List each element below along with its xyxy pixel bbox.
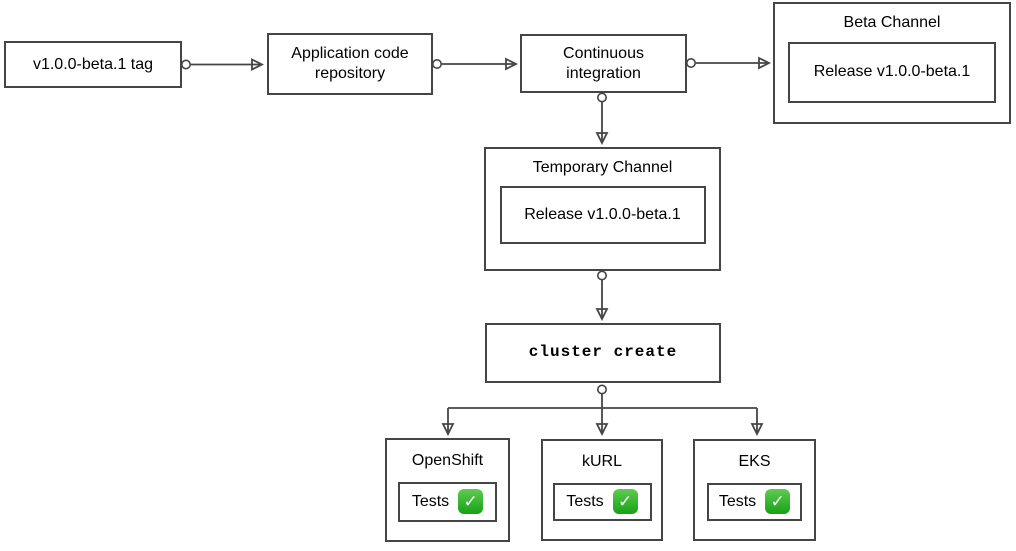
node-beta-channel: Beta Channel Release v1.0.0-beta.1 <box>773 2 1011 124</box>
edge-ci-bottom-port <box>596 92 607 103</box>
check-icon: ✓ <box>765 489 791 515</box>
node-continuous-integration: Continuous integration <box>520 34 687 93</box>
node-cluster-create: cluster create <box>485 323 721 383</box>
beta-release-label: Release v1.0.0-beta.1 <box>813 63 971 81</box>
openshift-title: OpenShift <box>411 452 484 469</box>
edge-cluster-branch <box>448 394 757 409</box>
openshift-tests-box: Tests ✓ <box>398 481 497 522</box>
check-icon: ✓ <box>458 489 484 515</box>
temporary-release-label: Release v1.0.0-beta.1 <box>524 205 681 223</box>
openshift-tests-label: Tests <box>411 492 450 510</box>
edge-cluster-bottom-port <box>596 384 607 395</box>
beta-release-box: Release v1.0.0-beta.1 <box>788 41 996 103</box>
node-openshift: OpenShift Tests ✓ <box>385 438 510 542</box>
node-kurl: kURL Tests ✓ <box>541 439 663 541</box>
edge-temp-bottom-port <box>596 270 607 281</box>
eks-title: EKS <box>738 453 771 470</box>
ci-label: Continuous integration <box>563 44 644 82</box>
version-tag-label: v1.0.0-beta.1 tag <box>32 55 154 73</box>
kurl-title: kURL <box>581 453 622 470</box>
edge-ci-right-port <box>685 57 696 68</box>
repo-label: Application code repository <box>291 45 409 82</box>
beta-channel-title: Beta Channel <box>843 14 941 31</box>
eks-tests-label: Tests <box>718 492 757 510</box>
node-version-tag: v1.0.0-beta.1 tag <box>4 41 182 88</box>
node-eks: EKS Tests ✓ <box>693 439 816 541</box>
kurl-tests-label: Tests <box>566 492 604 510</box>
edge-tag-source-port <box>181 59 192 70</box>
temporary-channel-title: Temporary Channel <box>532 159 673 176</box>
node-application-code-repository: Application code repository <box>267 33 433 95</box>
eks-tests-box: Tests ✓ <box>707 482 802 521</box>
kurl-tests-box: Tests ✓ <box>552 482 652 521</box>
node-temporary-channel: Temporary Channel Release v1.0.0-beta.1 <box>484 147 721 271</box>
cluster-create-label: cluster create <box>528 343 678 362</box>
edge-repo-source-port <box>431 58 442 69</box>
check-icon: ✓ <box>612 489 638 515</box>
temporary-release-box: Release v1.0.0-beta.1 <box>499 185 706 244</box>
